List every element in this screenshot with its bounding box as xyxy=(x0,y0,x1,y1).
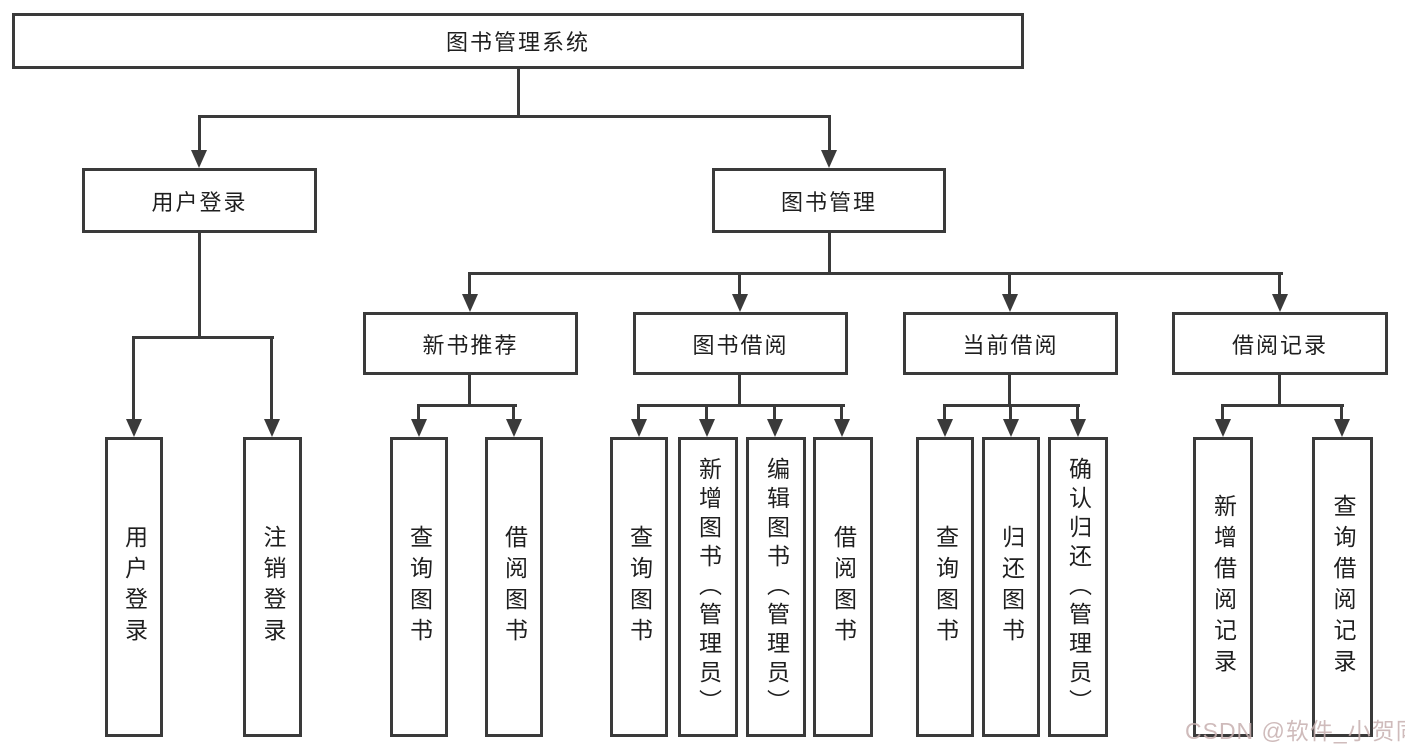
arrowhead-down-icon xyxy=(1003,419,1019,437)
connector-drop xyxy=(637,404,640,421)
leaf-borrow-book: 借阅图书 xyxy=(813,437,873,737)
connector-drop xyxy=(1008,274,1011,296)
leaf-user-login: 用户登录 xyxy=(105,437,163,737)
connector-borrow-stem xyxy=(738,373,741,406)
connector-drop xyxy=(1278,274,1281,296)
connector-drop xyxy=(468,274,471,296)
node-book-management: 图书管理 xyxy=(712,168,946,233)
arrowhead-down-icon xyxy=(1215,419,1231,437)
arrowhead-down-icon xyxy=(1070,419,1086,437)
connector-current-stem xyxy=(1008,373,1011,406)
connector-root-stem xyxy=(517,67,520,115)
node-user-login: 用户登录 xyxy=(82,168,317,233)
connector-userlogin-rail xyxy=(132,336,274,339)
connector-newbook-rail xyxy=(417,404,517,407)
arrowhead-down-icon xyxy=(1334,419,1350,437)
node-book-borrow: 图书借阅 xyxy=(633,312,848,375)
connector-drop xyxy=(1009,404,1012,421)
connector-record-stem xyxy=(1278,373,1281,406)
arrowhead-down-icon xyxy=(264,419,280,437)
connector-drop xyxy=(512,404,515,421)
leaf-query-book-current: 查询图书 xyxy=(916,437,974,737)
arrowhead-down-icon xyxy=(699,419,715,437)
node-root: 图书管理系统 xyxy=(12,13,1024,69)
connector-drop xyxy=(270,336,273,421)
connector-drop xyxy=(1340,404,1343,421)
leaf-logout: 注销登录 xyxy=(243,437,302,737)
connector-userlogin-stem xyxy=(198,233,201,337)
connector-drop xyxy=(1076,404,1079,421)
arrowhead-down-icon xyxy=(767,419,783,437)
connector-drop xyxy=(705,404,708,421)
connector-root-rail xyxy=(198,115,831,118)
arrowhead-down-icon xyxy=(462,294,478,312)
connector-record-rail xyxy=(1221,404,1344,407)
arrowhead-down-icon xyxy=(937,419,953,437)
arrowhead-down-icon xyxy=(1002,294,1018,312)
connector-drop xyxy=(828,115,831,152)
node-current-borrow: 当前借阅 xyxy=(903,312,1118,375)
leaf-query-borrow-record: 查询借阅记录 xyxy=(1312,437,1373,737)
connector-bookmgmt-stem xyxy=(828,233,831,274)
arrowhead-down-icon xyxy=(411,419,427,437)
leaf-query-book-borrow: 查询图书 xyxy=(610,437,668,737)
node-new-book-recommend: 新书推荐 xyxy=(363,312,578,375)
arrowhead-down-icon xyxy=(1272,294,1288,312)
connector-borrow-rail xyxy=(637,404,845,407)
connector-drop xyxy=(943,404,946,421)
connector-newbook-stem xyxy=(468,373,471,406)
arrowhead-down-icon xyxy=(631,419,647,437)
leaf-add-borrow-record: 新增借阅记录 xyxy=(1193,437,1253,737)
connector-drop xyxy=(1221,404,1224,421)
arrowhead-down-icon xyxy=(191,150,207,168)
arrowhead-down-icon xyxy=(506,419,522,437)
arrowhead-down-icon xyxy=(821,150,837,168)
connector-drop xyxy=(132,336,135,421)
arrowhead-down-icon xyxy=(834,419,850,437)
leaf-edit-book-admin: 编辑图书（管理员） xyxy=(746,437,806,737)
connector-bookmgmt-rail xyxy=(468,272,1283,275)
leaf-query-book-recommend: 查询图书 xyxy=(390,437,448,737)
leaf-add-book-admin: 新增图书（管理员） xyxy=(678,437,738,737)
arrowhead-down-icon xyxy=(732,294,748,312)
node-borrow-record: 借阅记录 xyxy=(1172,312,1388,375)
connector-drop xyxy=(417,404,420,421)
connector-drop xyxy=(738,274,741,296)
leaf-borrow-book-recommend: 借阅图书 xyxy=(485,437,543,737)
leaf-return-book: 归还图书 xyxy=(982,437,1040,737)
connector-drop xyxy=(198,115,201,152)
connector-drop xyxy=(773,404,776,421)
leaf-confirm-return-admin: 确认归还（管理员） xyxy=(1048,437,1108,737)
csdn-watermark: CSDN @软件_小贺同学 xyxy=(1185,718,1405,744)
arrowhead-down-icon xyxy=(126,419,142,437)
connector-drop xyxy=(840,404,843,421)
